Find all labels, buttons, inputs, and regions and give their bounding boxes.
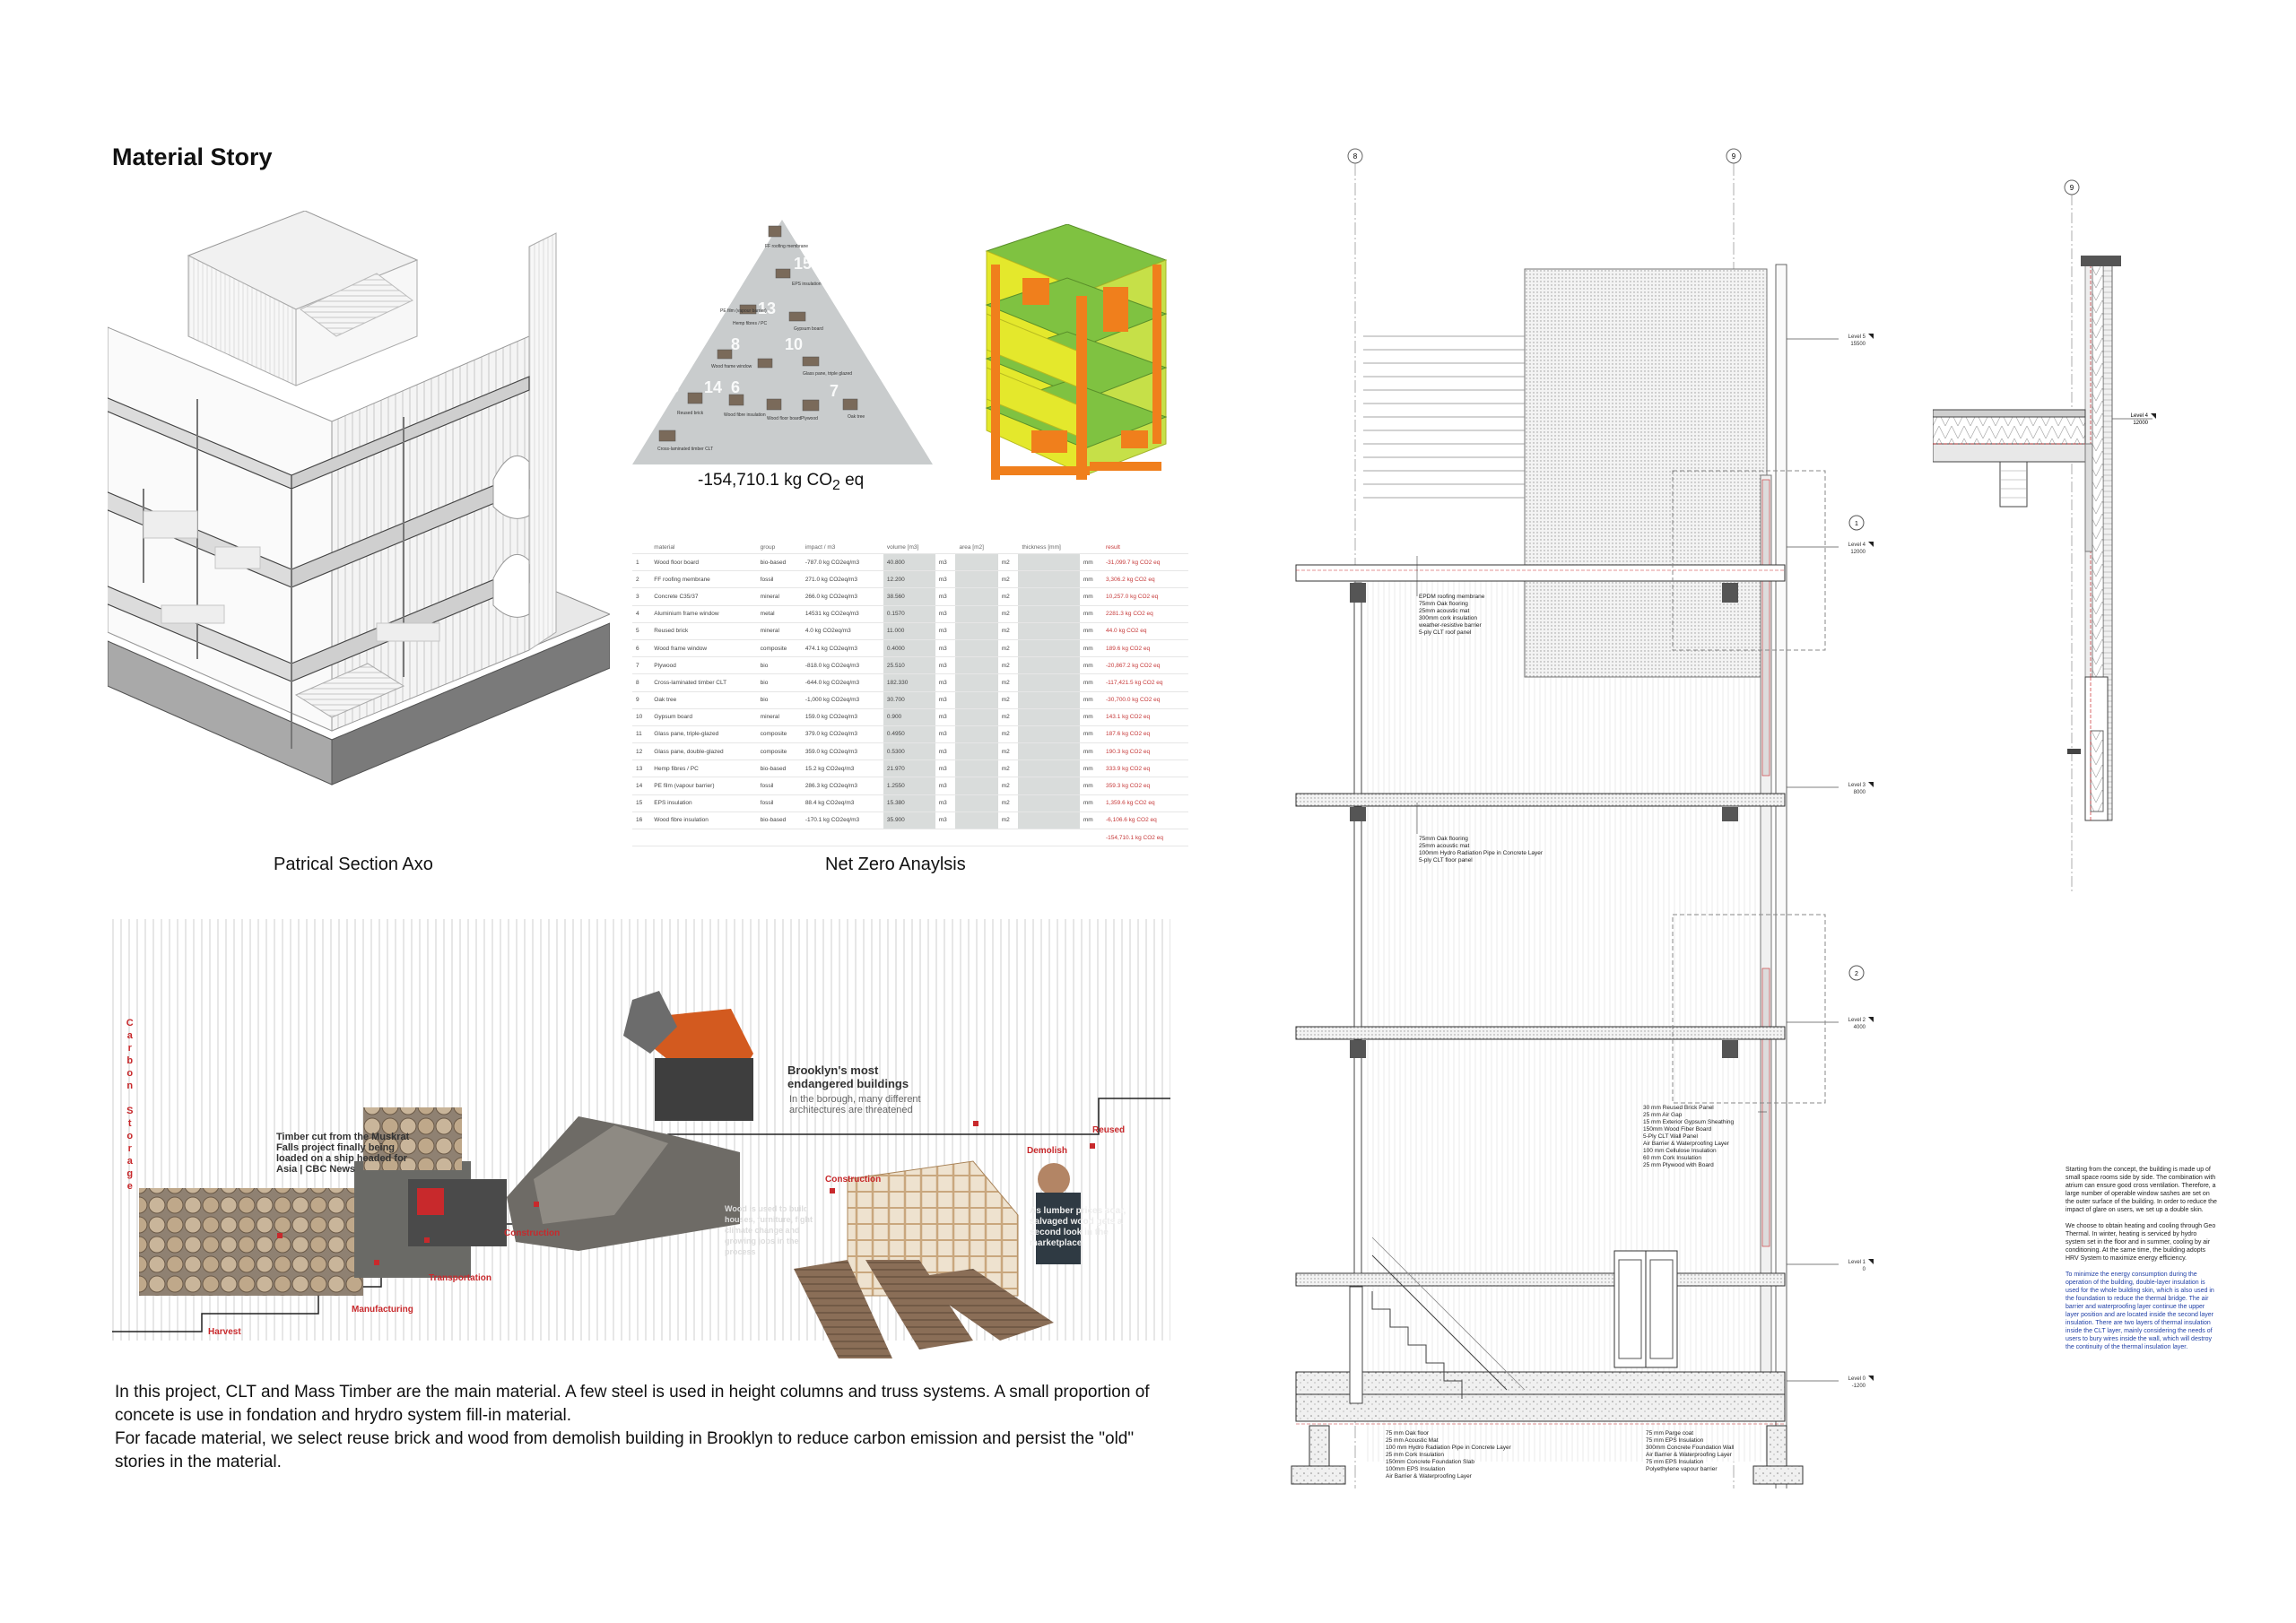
svg-text:4000: 4000 xyxy=(1854,1025,1866,1030)
svg-text:10: 10 xyxy=(785,335,803,353)
svg-text:7: 7 xyxy=(830,382,839,400)
grid-label: 9 xyxy=(2070,184,2074,192)
svg-text:Level 2: Level 2 xyxy=(1848,1018,1866,1023)
section-axo-drawing xyxy=(108,211,610,785)
story-paragraph: In this project, CLT and Mass Timber are… xyxy=(115,1383,1150,1425)
stage-harvest: Harvest xyxy=(208,1327,241,1337)
svg-text:Oak tree: Oak tree xyxy=(848,414,865,420)
svg-text:Cross-laminated timber CLT: Cross-laminated timber CLT xyxy=(657,447,713,452)
svg-text:Plywood: Plywood xyxy=(801,416,818,421)
material-lifecycle-collage xyxy=(112,919,1170,1358)
page-title: Material Story xyxy=(112,143,273,170)
stage-construction: Construction xyxy=(504,1228,561,1238)
level-label: Level 4 xyxy=(2131,413,2149,419)
carbon-storage-label: Carbon Storage xyxy=(124,1018,135,1193)
stage-manufacturing: Manufacturing xyxy=(352,1305,413,1315)
level-label: Level 5 xyxy=(1848,334,1866,340)
carbon-pyramid: 14 5 6 7 13 15 8 10 FF roofing membrane EPS i… xyxy=(632,220,933,464)
note-base-right: 75 mm Parge coat 75 mm EPS Insulation 30… xyxy=(1646,1430,1735,1472)
svg-text:Level 0: Level 0 xyxy=(1848,1376,1866,1382)
table-header-row: material group impact / m3 volume [m3] a… xyxy=(632,541,1188,554)
pyramid-label: FF roofing membrane xyxy=(765,244,808,249)
detail-callout: 2 xyxy=(1855,971,1858,977)
stage-reused: Reused xyxy=(1092,1125,1126,1135)
svg-text:6: 6 xyxy=(731,378,740,396)
axo-caption: Patrical Section Axo xyxy=(274,855,433,874)
svg-text:EPS insulation: EPS insulation xyxy=(792,282,822,287)
svg-text:0: 0 xyxy=(1863,1267,1866,1272)
svg-text:14: 14 xyxy=(704,378,722,396)
material-story-text: In this project, CLT and Mass Timber are… xyxy=(115,1381,1182,1474)
pyramid-total: -154,710.1 kg CO2 eq xyxy=(698,471,865,493)
clip-lumber: As lumber prices soar, salvaged wood get… xyxy=(1030,1206,1126,1248)
svg-text:15500: 15500 xyxy=(1850,342,1866,347)
svg-text:Hemp fibres / PC: Hemp fibres / PC xyxy=(733,321,767,326)
clip-brooklyn-body: In the borough, many different architect… xyxy=(789,1094,921,1115)
svg-text:Reused brick: Reused brick xyxy=(677,411,704,416)
clt-structure-axo xyxy=(985,224,1168,480)
stage-demolition: Construction xyxy=(825,1175,882,1185)
svg-text:Glass pane, triple glazed: Glass pane, triple glazed xyxy=(803,371,852,377)
grid-label: 9 xyxy=(1732,152,1736,161)
svg-text:Wood floor board: Wood floor board xyxy=(767,416,801,421)
svg-text:Gypsum board: Gypsum board xyxy=(794,326,823,332)
clip-wood-use: Wood is used to build houses, furniture,… xyxy=(725,1204,813,1256)
svg-text:Level 1: Level 1 xyxy=(1848,1260,1866,1265)
pyramid-shape xyxy=(632,220,933,464)
svg-text:15: 15 xyxy=(794,255,812,273)
wall-detail-drawing: 9 Level 4 12000 xyxy=(1933,179,2156,892)
note-base-left: 75 mm Oak floor 25 mm Acoustic Mat 100 m… xyxy=(1386,1430,1511,1480)
wall-section-drawing: 8 9 xyxy=(1291,148,1874,1488)
svg-text:Wood fibre insulation: Wood fibre insulation xyxy=(724,412,766,418)
svg-text:Wood frame window: Wood frame window xyxy=(711,364,752,369)
svg-text:8000: 8000 xyxy=(1854,790,1866,795)
svg-text:-1200: -1200 xyxy=(1852,1384,1866,1389)
grid-label: 8 xyxy=(1353,152,1358,161)
clip-muskrat: Timber cut from the Muskrat Falls projec… xyxy=(276,1132,410,1175)
stage-demolish: Demolish xyxy=(1027,1146,1068,1156)
note-roof: EPDM roofing membrane 75mm Oak flooring … xyxy=(1419,594,1485,636)
design-strategy-text: Starting from the concept, the building … xyxy=(2066,1167,2217,1350)
svg-text:12000: 12000 xyxy=(1850,550,1866,555)
clip-brooklyn-head: Brooklyn's most endangered buildings xyxy=(787,1063,909,1090)
note-wall: 30 mm Reused Brick Panel 25 mm Air Gap 1… xyxy=(1643,1105,1735,1168)
story-paragraph: For facade material, we select reuse bri… xyxy=(115,1429,1135,1471)
material-swatch xyxy=(768,225,782,238)
stage-transportation: Transportation xyxy=(429,1273,492,1283)
log-pile xyxy=(139,1188,363,1296)
svg-text:12000: 12000 xyxy=(2133,421,2148,426)
note-floor: 75mm Oak flooring 25mm acoustic mat 100m… xyxy=(1419,836,1544,864)
materials-table: material group impact / m3 volume [m3] a… xyxy=(632,541,1188,847)
svg-text:5: 5 xyxy=(670,378,679,396)
svg-text:PE film (vapour barrier): PE film (vapour barrier) xyxy=(720,308,767,314)
svg-text:8: 8 xyxy=(731,335,740,353)
table-total: -154,710.1 kg CO2 eq xyxy=(1102,829,1188,847)
svg-text:Level 3: Level 3 xyxy=(1848,783,1866,788)
detail-callout: 1 xyxy=(1855,521,1858,527)
svg-text:13: 13 xyxy=(758,299,776,317)
netzero-caption: Net Zero Anaylsis xyxy=(825,855,966,874)
svg-text:Level 4: Level 4 xyxy=(1848,542,1866,548)
